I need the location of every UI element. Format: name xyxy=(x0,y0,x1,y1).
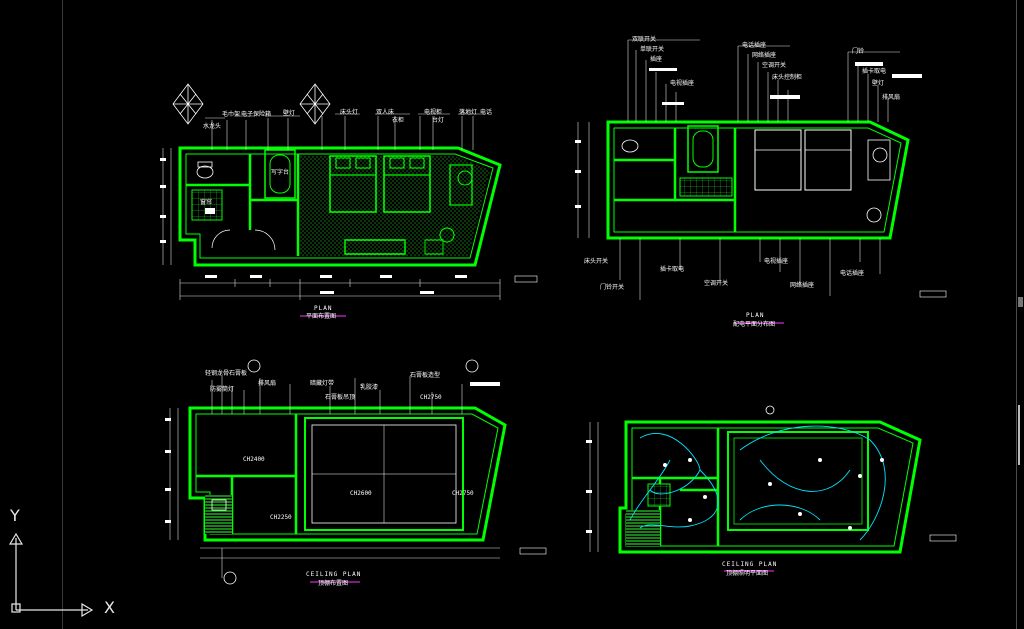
plan-1-callout: 毛巾架 xyxy=(222,111,241,118)
plan-2-callout: 电视插座 xyxy=(670,80,695,87)
plan-2-callout: 排风扇 xyxy=(882,94,901,101)
vertical-scrollbar[interactable] xyxy=(1016,0,1024,629)
plan-2-bottom-note: 床头开关 xyxy=(584,258,609,265)
scrollbar-thumb[interactable] xyxy=(1018,297,1023,307)
plan-2-bottom-note: 插卡取电 xyxy=(660,266,685,273)
plan-2-callout: 床头控制柜 xyxy=(772,74,803,81)
plan-1-callout: 电子保险箱 xyxy=(241,111,272,118)
ceiling-plan-2-drawing[interactable] xyxy=(586,405,957,572)
ucs-icon xyxy=(8,532,94,618)
ceiling-1-height: CH2750 xyxy=(452,490,474,497)
plan-1-title: PLAN xyxy=(314,305,333,312)
ceiling-1-callout: 石膏板造型 xyxy=(410,372,441,379)
plan-1-callout: 电话 xyxy=(480,109,493,116)
ceiling-plan-2-title: CEILING PLAN xyxy=(722,561,778,568)
ceiling-plan-1-subtitle: 顶棚布置图 xyxy=(318,580,349,587)
ceiling-1-callout: CH2750 xyxy=(420,394,442,401)
plan-1-drawing[interactable] xyxy=(160,83,538,317)
plan-2-callout: 单联开关 xyxy=(640,46,665,53)
plan-2-callout: 门铃 xyxy=(852,48,865,55)
ceiling-1-callout: 防雾筒灯 xyxy=(210,386,235,393)
plan-1-callout: 电视柜 xyxy=(424,109,443,116)
plan-1-callout: 落地灯 xyxy=(459,109,478,116)
plan-2-callout: 插卡取电 xyxy=(862,68,887,75)
plan-2-callout: 电话插座 xyxy=(742,42,767,49)
ceiling-1-callout: 暗藏灯带 xyxy=(310,380,335,387)
plan-1-callout: 双人床 xyxy=(376,109,395,116)
plan-2-callout: 网络插座 xyxy=(752,52,777,59)
plan-1-callout: 写字台 xyxy=(271,169,290,176)
ceiling-1-height: CH2400 xyxy=(243,456,265,463)
plan-1-subtitle: 平面布置图 xyxy=(306,313,337,320)
plan-1-callout: 窗帘 xyxy=(200,199,213,206)
plan-2-bottom-note: 电视插座 xyxy=(764,258,789,265)
ceiling-plan-2-subtitle: 顶棚照明平面图 xyxy=(726,570,769,577)
plan-2-drawing[interactable] xyxy=(575,39,947,324)
ceiling-plan-1-drawing[interactable] xyxy=(165,359,547,585)
plan-2-callout: 双联开关 xyxy=(632,36,657,43)
ceiling-1-height: CH2250 xyxy=(270,514,292,521)
plan-2-title: PLAN xyxy=(746,312,765,319)
plan-1-callout: 床头灯 xyxy=(340,109,359,116)
plan-1-callout: 壁灯 xyxy=(283,110,296,117)
plan-1-callout: 衣柜 xyxy=(392,117,405,124)
compass-icon xyxy=(172,83,331,125)
ceiling-plan-1-title: CEILING PLAN xyxy=(306,571,362,578)
plan-2-bottom-note: 空调开关 xyxy=(704,280,729,287)
ceiling-1-callout: 轻钢龙骨石膏板 xyxy=(205,370,248,377)
plan-2-subtitle: 配电平面分布图 xyxy=(733,321,776,328)
scrollbar-track-marker xyxy=(1018,405,1020,465)
x-axis-label: X xyxy=(104,598,115,617)
plan-1-callout: 水龙头 xyxy=(203,123,222,130)
plan-2-bottom-note: 网络插座 xyxy=(790,282,815,289)
lighting-circuit xyxy=(629,425,886,541)
plan-2-bottom-note: 电话插座 xyxy=(840,270,865,277)
ceiling-1-callout: 排风扇 xyxy=(258,380,277,387)
plan-1-callout: 台灯 xyxy=(432,117,445,124)
left-panel xyxy=(0,0,63,629)
plan-2-callout: 壁灯 xyxy=(872,80,885,87)
ceiling-1-height: CH2600 xyxy=(350,490,372,497)
plan-2-bottom-note: 门铃开关 xyxy=(600,284,625,291)
y-axis-label: Y xyxy=(10,506,20,525)
ceiling-1-callout: 石膏板吊顶 xyxy=(325,394,356,401)
plan-2-callout: 插座 xyxy=(650,56,663,63)
ceiling-1-callout: 乳胶漆 xyxy=(360,384,379,391)
plan-2-callout: 空调开关 xyxy=(762,62,787,69)
